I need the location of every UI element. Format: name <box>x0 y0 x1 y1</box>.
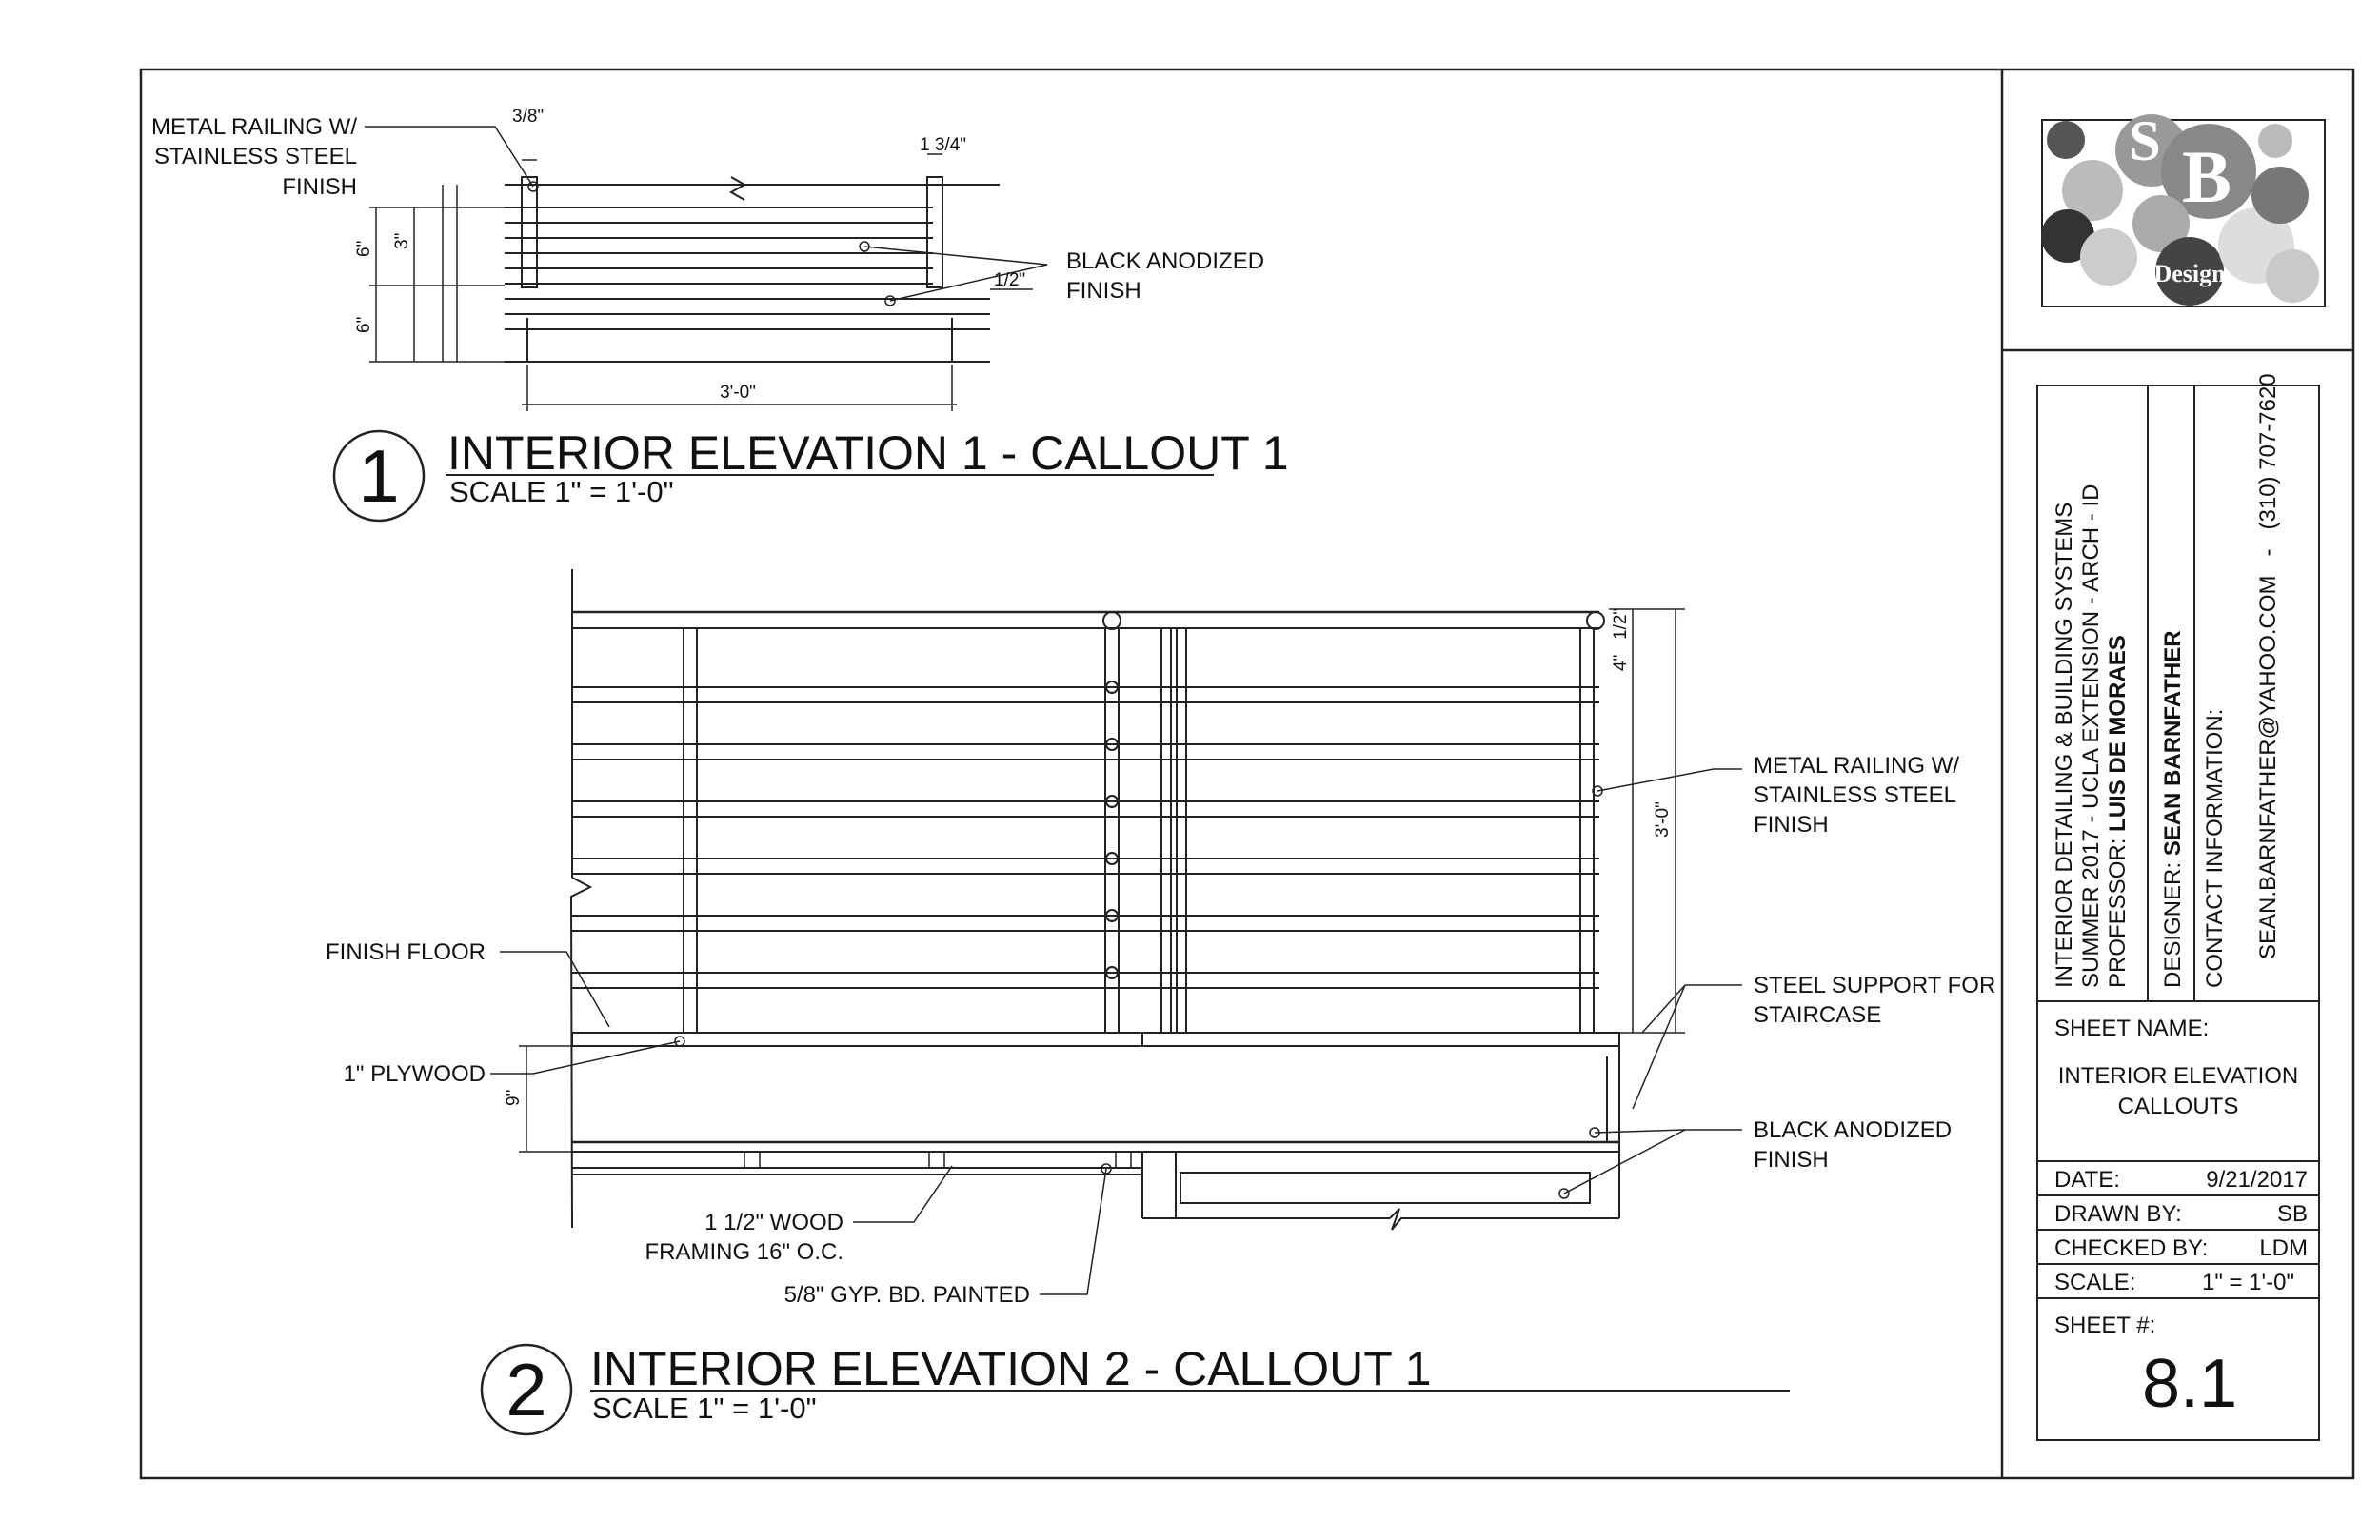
callout-2-note-railing-1: METAL RAILING W/ <box>1754 753 1959 779</box>
tb-contact-label: CONTACT INFORMATION: <box>2202 709 2228 988</box>
callout-2-note-finish-floor: FINISH FLOOR <box>326 939 486 965</box>
tb-drawn-label: DRAWN BY: <box>2054 1201 2182 1227</box>
callout-2-note-framing-1: 1 1/2" WOOD <box>704 1210 843 1235</box>
callout-2-title: INTERIOR ELEVATION 2 - CALLOUT 1 <box>590 1342 1432 1395</box>
tb-designer-name: SEAN BARNFATHER <box>2160 630 2186 856</box>
tb-date-label: DATE: <box>2054 1167 2120 1193</box>
logo: S B Design <box>2041 109 2326 307</box>
tb-scale-label: SCALE: <box>2054 1270 2135 1295</box>
callout-1-dim-width: 3'-0" <box>720 383 756 403</box>
callout-1-number: 1 <box>358 434 399 518</box>
sheet-border <box>139 68 2355 1480</box>
callout-1-scale: SCALE 1" = 1'-0" <box>449 475 674 508</box>
logo-letter-s: S <box>2129 109 2160 172</box>
tb-date-value: 9/21/2017 <box>2206 1167 2308 1193</box>
logo-word: Design <box>2153 260 2226 287</box>
callout-2-note-anodized-1: BLACK ANODIZED <box>1754 1117 1952 1143</box>
callout-1-note-railing-1: METAL RAILING W/ <box>151 114 357 140</box>
callout-2-note-plywood: 1" PLYWOOD <box>344 1061 486 1087</box>
callout-2-dim-nine: 9" <box>504 1090 524 1106</box>
tb-sheet-name-1: INTERIOR ELEVATION <box>2058 1063 2298 1089</box>
tb-sheet-name-2: CALLOUTS <box>2118 1094 2239 1119</box>
tb-professor: PROFESSOR: LUIS DE MORAES <box>2105 635 2131 988</box>
callout-1-note-anodized-2: FINISH <box>1066 278 1141 304</box>
tb-contact-value: SEAN.BARNFATHER@YAHOO.COM - (310) 707-76… <box>2255 373 2281 959</box>
tb-sheet-no-value: 8.1 <box>2142 1346 2237 1422</box>
callout-2-dim-four: 4" <box>1611 655 1631 671</box>
tb-professor-label: PROFESSOR: <box>2105 832 2131 988</box>
callout-1-dim-three: 3" <box>392 233 412 249</box>
callout-1-dim-three-eighths: 3/8" <box>512 107 544 127</box>
tb-professor-name: LUIS DE MORAES <box>2105 635 2131 832</box>
callout-1-dim-six-b: 6" <box>354 317 374 333</box>
callout-2-dim-half: 1/2" <box>1611 608 1631 640</box>
callout-1-dim-one-half: 1/2" <box>994 270 1025 290</box>
tb-sheet-name-label: SHEET NAME: <box>2054 1016 2209 1041</box>
callout-2-number: 2 <box>506 1348 546 1431</box>
callout-2-note-support-2: STAIRCASE <box>1754 1002 1881 1028</box>
callout-1-note-anodized-1: BLACK ANODIZED <box>1066 248 1264 274</box>
tb-scale-value: 1" = 1'-0" <box>2202 1270 2294 1295</box>
callout-2-scale: SCALE 1" = 1'-0" <box>592 1392 817 1425</box>
tb-checked-label: CHECKED BY: <box>2054 1235 2208 1261</box>
callout-2-note-framing-2: FRAMING 16" O.C. <box>645 1239 843 1265</box>
callout-1-title: INTERIOR ELEVATION 1 - CALLOUT 1 <box>447 426 1289 480</box>
title-block-frame <box>2036 385 2320 1441</box>
tb-sheet-no-label: SHEET #: <box>2054 1313 2155 1338</box>
callout-1-dim-six-a: 6" <box>354 241 374 257</box>
callout-1-drawing <box>365 126 1048 411</box>
callout-2-note-gyp: 5/8" GYP. BD. PAINTED <box>784 1282 1030 1308</box>
callout-1-note-railing-2: STAINLESS STEEL <box>154 144 357 169</box>
callout-2-note-railing-3: FINISH <box>1754 812 1829 838</box>
callout-2-drawing <box>490 569 1742 1295</box>
tb-designer: DESIGNER: SEAN BARNFATHER <box>2160 630 2186 988</box>
tb-checked-value: LDM <box>2259 1235 2308 1261</box>
callout-2-bubble <box>480 1343 573 1436</box>
callout-2-note-railing-2: STAINLESS STEEL <box>1754 782 1956 808</box>
tb-drawn-value: SB <box>2277 1201 2308 1227</box>
callout-2-note-anodized-2: FINISH <box>1754 1147 1829 1173</box>
tb-designer-label: DESIGNER: <box>2160 856 2186 988</box>
callout-1-note-railing-3: FINISH <box>282 174 357 200</box>
tb-course: INTERIOR DETAILING & BUILDING SYSTEMS <box>2052 503 2077 988</box>
callout-2-dim-height: 3'-0" <box>1653 801 1673 838</box>
callout-1-bubble <box>332 429 426 523</box>
logo-letter-b: B <box>2182 135 2231 218</box>
callout-1-dim-three-quarter: 1 3/4" <box>920 135 966 155</box>
callout-2-note-support-1: STEEL SUPPORT FOR <box>1754 973 1995 998</box>
tb-term: SUMMER 2017 - UCLA EXTENSION - ARCH - ID <box>2078 484 2104 988</box>
